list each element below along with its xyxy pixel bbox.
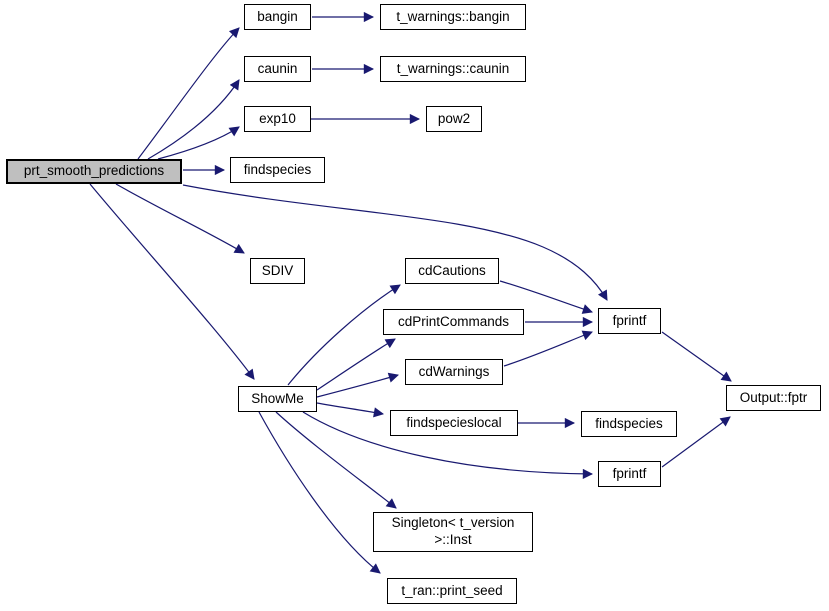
edge-cdcautions-fprintf — [499, 280, 593, 314]
node-fprintf-upper[interactable]: fprintf — [598, 308, 661, 334]
node-exp10[interactable]: exp10 — [244, 106, 311, 132]
node-t-warnings-caunin[interactable]: t_warnings::caunin — [380, 56, 526, 82]
edge-showme-cdwarnings — [316, 372, 399, 398]
node-cdprintcommands[interactable]: cdPrintCommands — [383, 309, 524, 335]
node-fprintf-lower[interactable]: fprintf — [598, 461, 661, 487]
node-findspecies-top[interactable]: findspecies — [230, 157, 325, 183]
edge-showme-singleton-inst — [275, 411, 397, 509]
edge-fprintf-output-fptr — [661, 331, 732, 382]
edge-prt-fprintf — [182, 184, 608, 301]
node-prt-smooth-predictions[interactable]: prt_smooth_predictions — [6, 159, 182, 184]
edge-prt-bangin — [137, 27, 240, 160]
edge-prt-caunin — [147, 79, 240, 160]
node-t-ran-print-seed[interactable]: t_ran::print_seed — [387, 578, 517, 604]
node-findspecies-right[interactable]: findspecies — [581, 411, 677, 437]
edge-cdwarnings-fprintf — [503, 330, 593, 367]
node-showme[interactable]: ShowMe — [238, 386, 317, 412]
node-cdcautions[interactable]: cdCautions — [405, 258, 499, 284]
node-singleton-inst[interactable]: Singleton< t_version >::Inst — [373, 512, 533, 552]
edge-showme-fprintf-lower — [302, 411, 594, 480]
edge-fprintf-lower-output-fptr — [661, 416, 731, 468]
node-caunin[interactable]: caunin — [244, 56, 311, 82]
node-output-fptr[interactable]: Output::fptr — [726, 385, 821, 411]
node-t-warnings-bangin[interactable]: t_warnings::bangin — [380, 4, 526, 30]
edge-showme-cdcautions — [287, 284, 401, 386]
edge-prt-exp10 — [157, 126, 240, 160]
node-cdwarnings[interactable]: cdWarnings — [405, 359, 503, 385]
edge-showme-cdprintcommands — [316, 338, 396, 391]
node-findspecieslocal[interactable]: findspecieslocal — [390, 410, 518, 436]
node-bangin[interactable]: bangin — [244, 4, 311, 30]
edge-prt-showme — [89, 183, 255, 380]
node-sdiv[interactable]: SDIV — [250, 258, 305, 284]
edge-prt-sdiv — [115, 183, 245, 254]
edge-showme-tran-print-seed — [258, 411, 381, 574]
node-pow2[interactable]: pow2 — [426, 106, 482, 132]
edge-showme-findspecieslocal — [316, 402, 385, 418]
